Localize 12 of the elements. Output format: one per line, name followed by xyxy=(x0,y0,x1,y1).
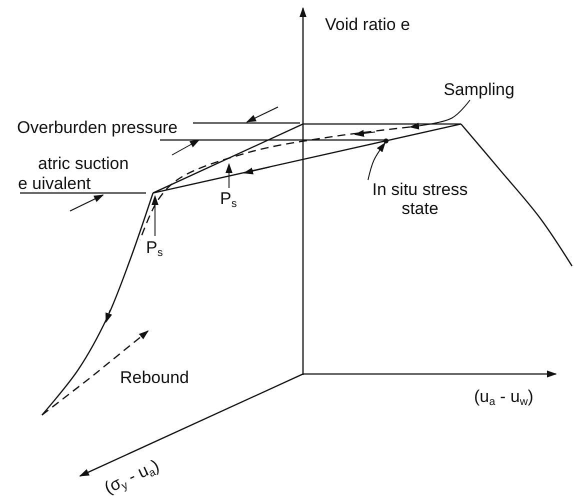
leader-line xyxy=(409,100,470,130)
annotation-text: Rebound xyxy=(120,368,190,387)
axis-label: (u$_{a}$ - u$_{w}$) xyxy=(474,387,534,410)
axis-label: Void ratio e xyxy=(325,15,410,34)
annotation-text: P$_{s}$ xyxy=(146,238,163,261)
annotation-text: P$_{s}$ xyxy=(220,189,237,212)
leader-line xyxy=(368,142,386,180)
annotation-text: e uivalent xyxy=(18,174,91,193)
callout-text: Sampling xyxy=(424,80,534,99)
callout-text: In situ stress state xyxy=(360,180,480,218)
annotation-text: Overburden pressure xyxy=(17,118,178,137)
annotation-text: atric suction xyxy=(38,154,129,173)
